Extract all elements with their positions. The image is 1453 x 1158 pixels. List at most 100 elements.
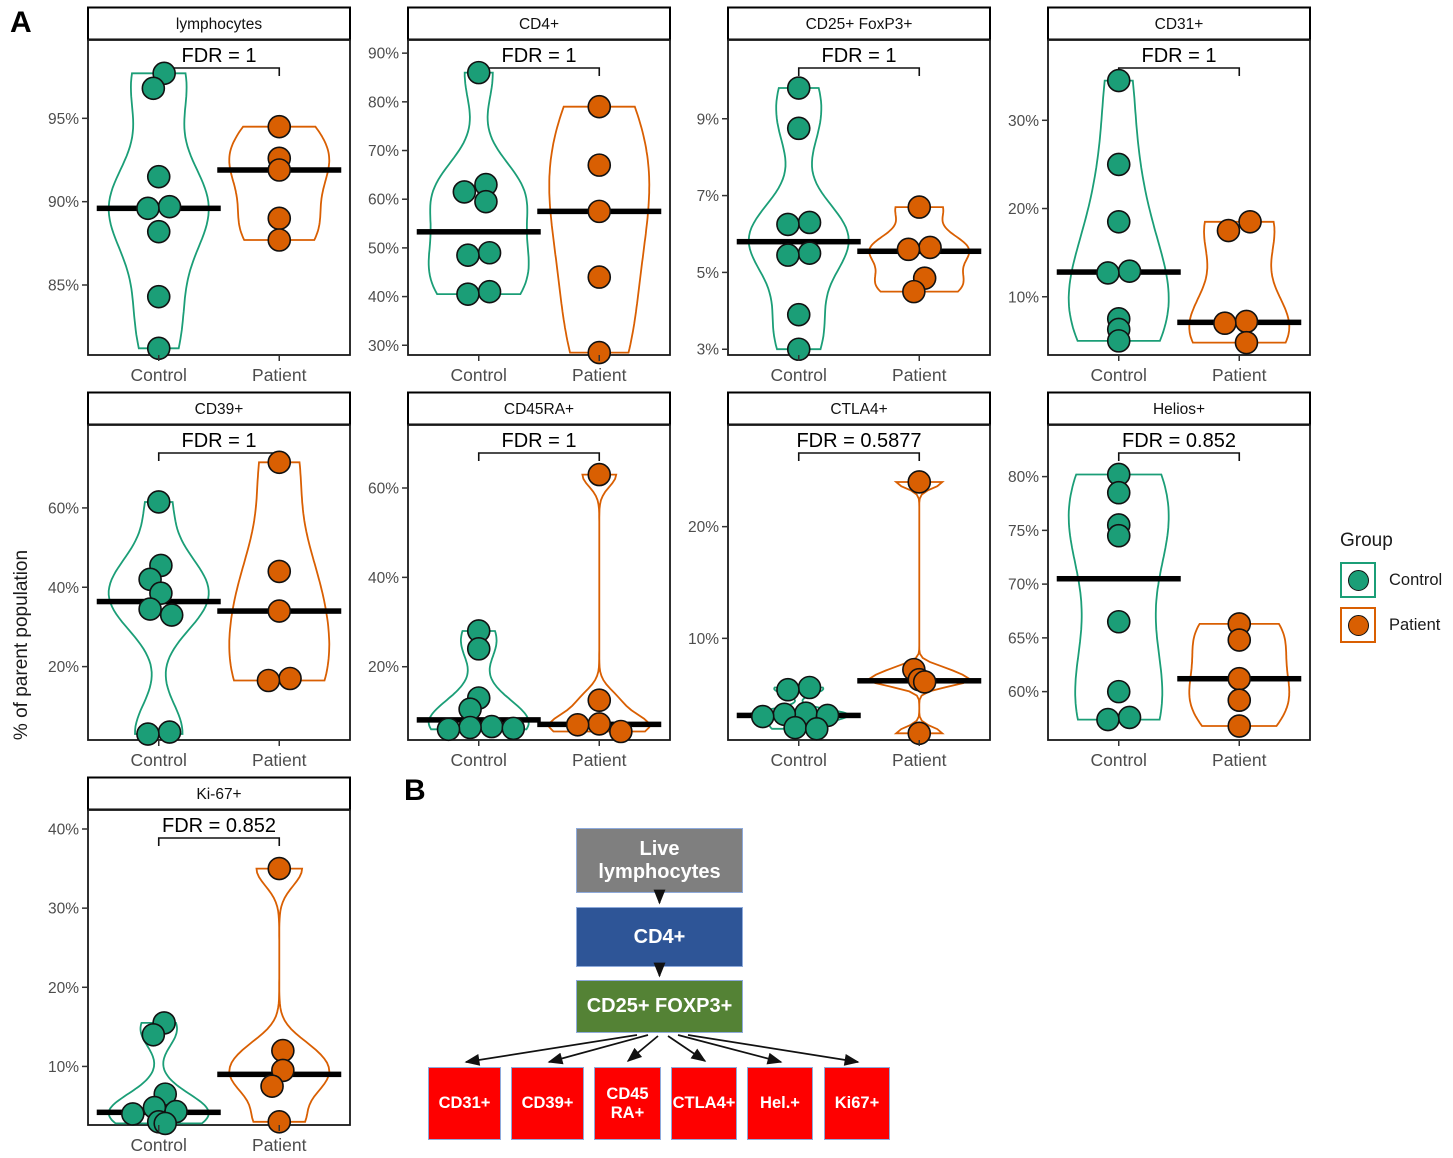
data-point-patient (1234, 330, 1259, 355)
y-tick-label: 40% (48, 580, 79, 597)
data-point-patient (267, 114, 292, 139)
plot-border (87, 424, 351, 741)
facet-title: Ki-67+ (196, 786, 241, 803)
gating-arrows-icon (464, 889, 860, 1066)
x-tick-label: Control (451, 365, 507, 385)
legend-swatch-control (1340, 562, 1376, 598)
data-point-control (146, 164, 171, 189)
x-tick-label: Control (771, 750, 827, 770)
gating-leaf-ctla4-text: CTLA4+ (672, 1094, 736, 1113)
data-point-patient (1238, 209, 1262, 234)
fdr-bracket (1117, 67, 1241, 76)
legend-label-control: Control (1389, 570, 1443, 589)
y-tick-label: 95% (48, 111, 79, 128)
data-point-patient (1216, 218, 1241, 243)
x-tick-label: Control (771, 365, 827, 385)
facet-title: lymphocytes (176, 16, 262, 33)
data-point-control (477, 240, 502, 265)
facet-strip (407, 6, 671, 41)
data-point-control (1117, 259, 1142, 283)
data-point-patient (565, 713, 590, 737)
data-point-patient (1213, 311, 1237, 336)
x-tick-label: Patient (1212, 750, 1267, 770)
data-point-control (501, 716, 526, 741)
y-axis-label: % of parent population (11, 549, 32, 741)
legend: Group Control Patient (1340, 530, 1453, 652)
y-tick-label: 10% (1008, 289, 1039, 306)
facet-strip (1047, 391, 1311, 426)
data-point-control (776, 212, 800, 237)
legend-item-patient: Patient (1340, 607, 1453, 643)
legend-dot-patient-icon (1347, 614, 1369, 636)
fdr-label: FDR = 1 (501, 430, 576, 452)
y-tick-label: 60% (48, 500, 79, 517)
y-tick-label: 5% (697, 265, 720, 282)
x-tick-label: Control (1091, 365, 1147, 385)
facet-strip (87, 6, 351, 41)
data-point-patient (278, 666, 302, 691)
data-point-patient (267, 599, 292, 623)
gating-leaf-cd45ra-text: CD45 RA+ (606, 1084, 649, 1122)
plot-border (407, 424, 671, 741)
y-tick-label: 60% (368, 192, 399, 209)
data-point-control (786, 76, 811, 100)
data-point-patient (267, 228, 292, 252)
data-point-control (1106, 480, 1131, 505)
x-tick-label: Control (1091, 750, 1147, 770)
facet-title: CD4+ (519, 16, 559, 33)
data-point-patient (587, 688, 612, 713)
data-point-patient (1227, 688, 1252, 713)
data-point-patient (267, 158, 292, 182)
data-point-control (146, 284, 171, 309)
data-point-control (141, 76, 166, 101)
gating-leaf-cd31-text: CD31+ (438, 1094, 491, 1113)
y-tick-label: 75% (1008, 523, 1039, 540)
plot-border (1047, 39, 1311, 356)
violin-outline-patient (228, 867, 331, 1123)
x-tick-label: Patient (572, 365, 627, 385)
data-point-control (121, 1102, 145, 1126)
data-point-control (750, 704, 775, 729)
data-point-patient (896, 237, 921, 262)
data-point-control (466, 637, 491, 661)
data-point-patient (1227, 628, 1252, 652)
fdr-label: FDR = 1 (181, 45, 256, 67)
gating-node-cd4: CD4+ (576, 907, 743, 967)
fdr-bracket (477, 452, 601, 461)
data-point-control (1106, 679, 1131, 704)
gating-node-cd25-foxp3-text: CD25+ FOXP3+ (586, 995, 733, 1017)
x-tick-label: Control (131, 1135, 187, 1155)
data-point-control (783, 715, 807, 740)
fdr-label: FDR = 0.852 (162, 815, 276, 837)
gating-leaf-helios-text: Hel.+ (760, 1094, 800, 1113)
facet-strip (87, 391, 351, 426)
legend-label-patient: Patient (1389, 615, 1441, 634)
data-point-patient (907, 470, 932, 494)
data-point-control (436, 717, 461, 742)
x-tick-label: Patient (572, 750, 627, 770)
x-tick-label: Control (131, 750, 187, 770)
y-tick-label: 70% (1008, 577, 1039, 594)
facet-title: CD31+ (1155, 16, 1204, 33)
x-tick-label: Patient (892, 365, 947, 385)
violin-outline-patient (1188, 220, 1291, 344)
facet-title: Helios+ (1153, 401, 1205, 418)
data-point-patient (587, 265, 612, 289)
fdr-label: FDR = 1 (821, 45, 896, 67)
data-point-patient (587, 462, 612, 487)
data-point-control (159, 603, 184, 627)
data-point-control (1106, 68, 1131, 93)
facet-title: CTLA4+ (830, 401, 887, 418)
data-point-patient (271, 1038, 295, 1063)
data-point-control (1106, 609, 1131, 634)
data-point-patient (587, 340, 612, 365)
facet-title: CD25+ FoxP3+ (806, 16, 913, 33)
fdr-bracket (797, 67, 921, 76)
